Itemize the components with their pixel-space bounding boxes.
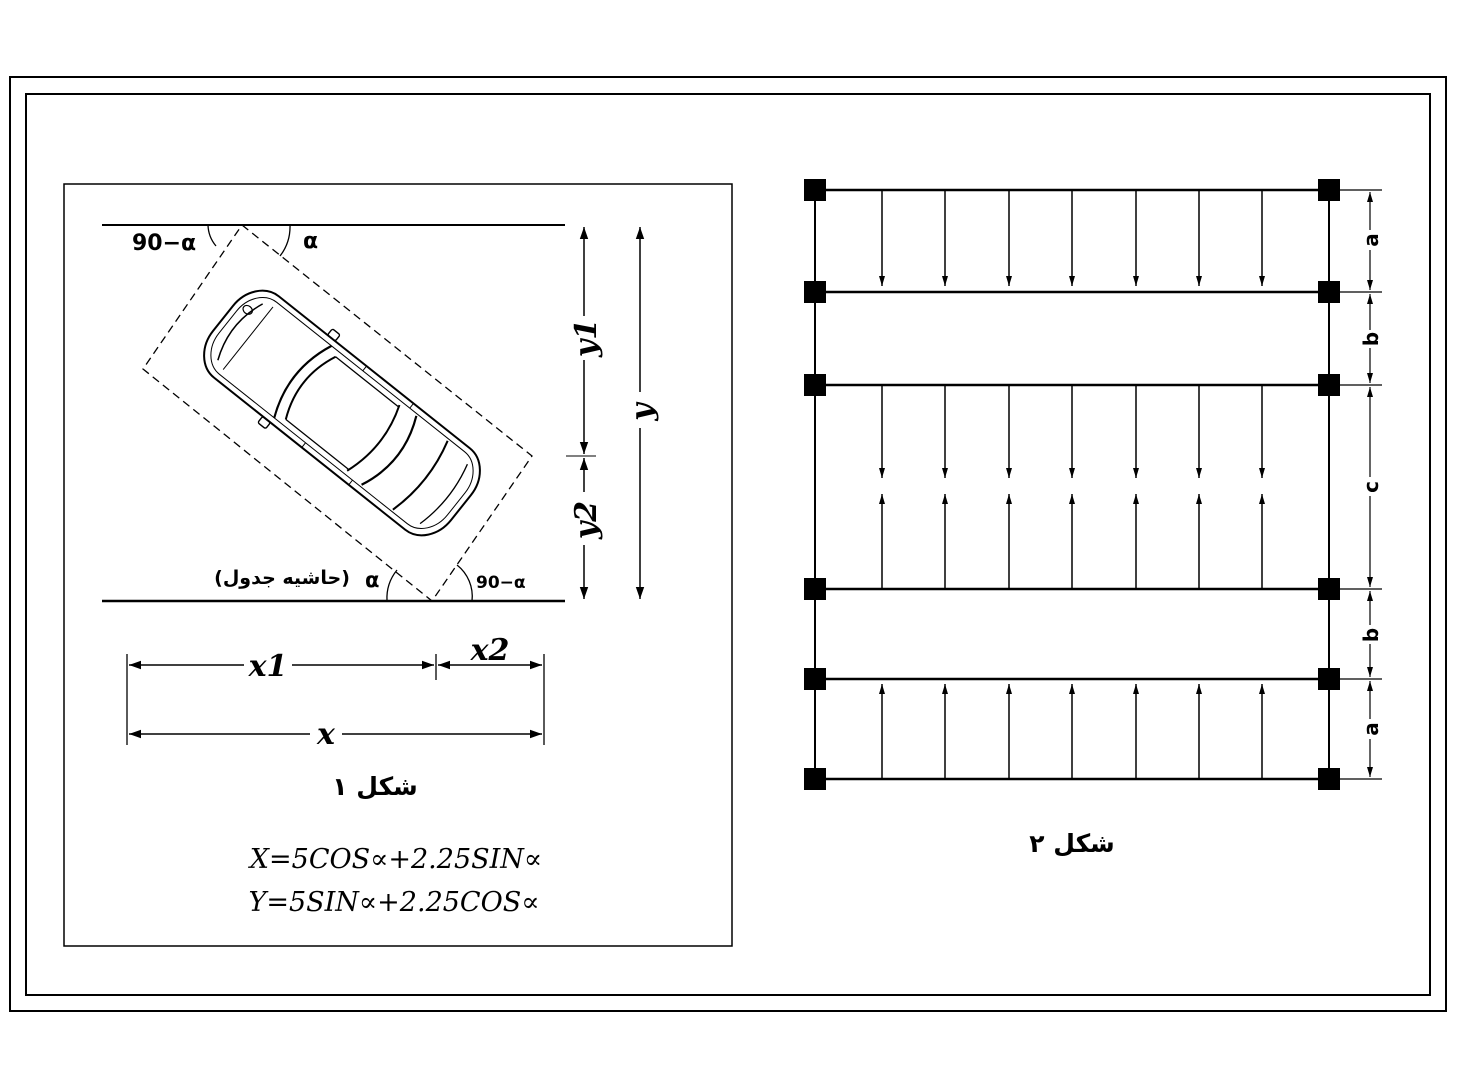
figure-2-caption: شکل ۲ [1029, 829, 1114, 858]
x-label: x [316, 717, 336, 752]
dim-label-b-bottom: b [1359, 628, 1383, 642]
figure-1: 90−α α α 90−α (حاشیه جدول) [63, 183, 733, 947]
figure-1-caption: شکل ۱ [332, 772, 417, 801]
column-markers [804, 179, 1340, 790]
outer-frame [9, 76, 1447, 1012]
figure-2: a b c b a شکل ۲ [804, 179, 1383, 858]
column-marker [1318, 668, 1340, 690]
angle-arc-bottom-right [456, 564, 473, 602]
column-marker [1318, 578, 1340, 600]
column-marker [1318, 179, 1340, 201]
dim-label-c: c [1359, 481, 1383, 493]
angle-arc-top-left [207, 224, 217, 247]
column-marker [804, 668, 826, 690]
column-marker [804, 281, 826, 303]
angle-label-top-right: α [303, 229, 318, 254]
column-marker [804, 578, 826, 600]
angle-label-bottom-left: α [365, 568, 379, 592]
y1-label: y1 [569, 319, 604, 358]
column-marker [804, 768, 826, 790]
formula-y: Y=5SIN∝+2.25COS∝ [249, 887, 540, 918]
column-marker [1318, 768, 1340, 790]
dim-label-b-top: b [1359, 332, 1383, 346]
y2-label: y2 [569, 501, 604, 540]
car-illustration [203, 289, 481, 537]
figure-1-frame [63, 183, 733, 947]
column-marker [804, 374, 826, 396]
angle-arc-bottom-left [386, 569, 398, 602]
formula-x: X=5COS∝+2.25SIN∝ [248, 844, 542, 875]
angle-label-bottom-right: 90−α [476, 573, 526, 593]
inner-frame [25, 93, 1431, 996]
column-marker [1318, 374, 1340, 396]
parking-stall-outline [142, 224, 533, 602]
x2-label: x2 [470, 633, 510, 668]
dim-label-a-top: a [1359, 233, 1383, 247]
dim-label-a-bottom: a [1359, 722, 1383, 736]
column-marker [804, 179, 826, 201]
angle-label-top-left: 90−α [132, 231, 196, 256]
dimension-chain [1340, 189, 1382, 780]
curb-label: (حاشیه جدول) [214, 567, 350, 589]
angle-arc-top-right [279, 224, 291, 257]
stall-arrows [879, 190, 1265, 779]
column-marker [1318, 281, 1340, 303]
y-label: y [625, 401, 660, 422]
x1-label: x1 [248, 649, 288, 684]
